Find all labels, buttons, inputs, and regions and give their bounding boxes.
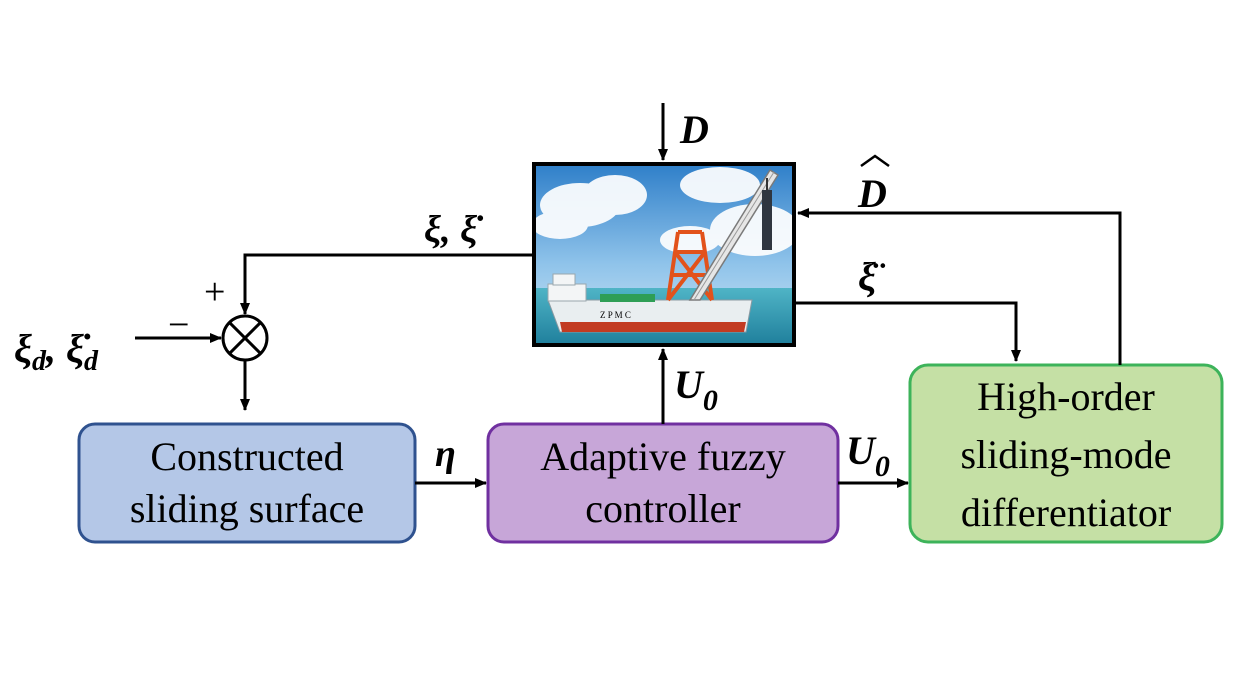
signal-lines <box>135 103 1122 488</box>
differentiator-label-line2: sliding-mode <box>960 432 1171 477</box>
label-acceleration: ξ̈ <box>858 254 886 299</box>
state-feedback-arrow <box>240 253 534 315</box>
controller-label-line1: Adaptive fuzzy <box>540 434 785 479</box>
label-eta: η <box>435 433 456 475</box>
plant-crane-vessel: Z P M C <box>532 162 800 347</box>
estimate-feedback-arrow <box>797 208 1122 365</box>
differentiator-label-line1: High-order <box>977 374 1155 419</box>
sliding-surface-label-line2: sliding surface <box>130 486 364 531</box>
label-state: ξ, ξ̇ <box>424 209 483 251</box>
sliding-surface-block: Constructed sliding surface <box>77 422 417 544</box>
svg-text:D: D <box>857 171 887 216</box>
label-plus-sign: + <box>204 271 225 313</box>
label-disturbance-estimate: D <box>857 154 890 216</box>
differentiator-label-line3: differentiator <box>961 490 1171 535</box>
label-control-to-differentiator: U0 <box>846 428 890 483</box>
label-disturbance: D <box>679 107 709 152</box>
label-control-input: U0 <box>674 362 718 417</box>
controller-label-line2: controller <box>585 486 741 531</box>
adaptive-fuzzy-controller-block: Adaptive fuzzy controller <box>486 422 840 544</box>
acceleration-arrow <box>794 301 1021 362</box>
summing-junction <box>221 314 269 362</box>
crane-boom <box>688 168 780 301</box>
sliding-surface-label-line1: Constructed <box>150 434 343 479</box>
label-reference: ξd, ξ̇d <box>14 326 99 377</box>
vessel-hull: Z P M C <box>547 273 753 333</box>
crane-structure <box>666 230 714 302</box>
label-minus-sign: − <box>168 304 189 346</box>
sliding-mode-differentiator-block: High-order sliding-mode differentiator <box>908 363 1224 544</box>
hull-lettering: Z P M C <box>600 310 631 320</box>
